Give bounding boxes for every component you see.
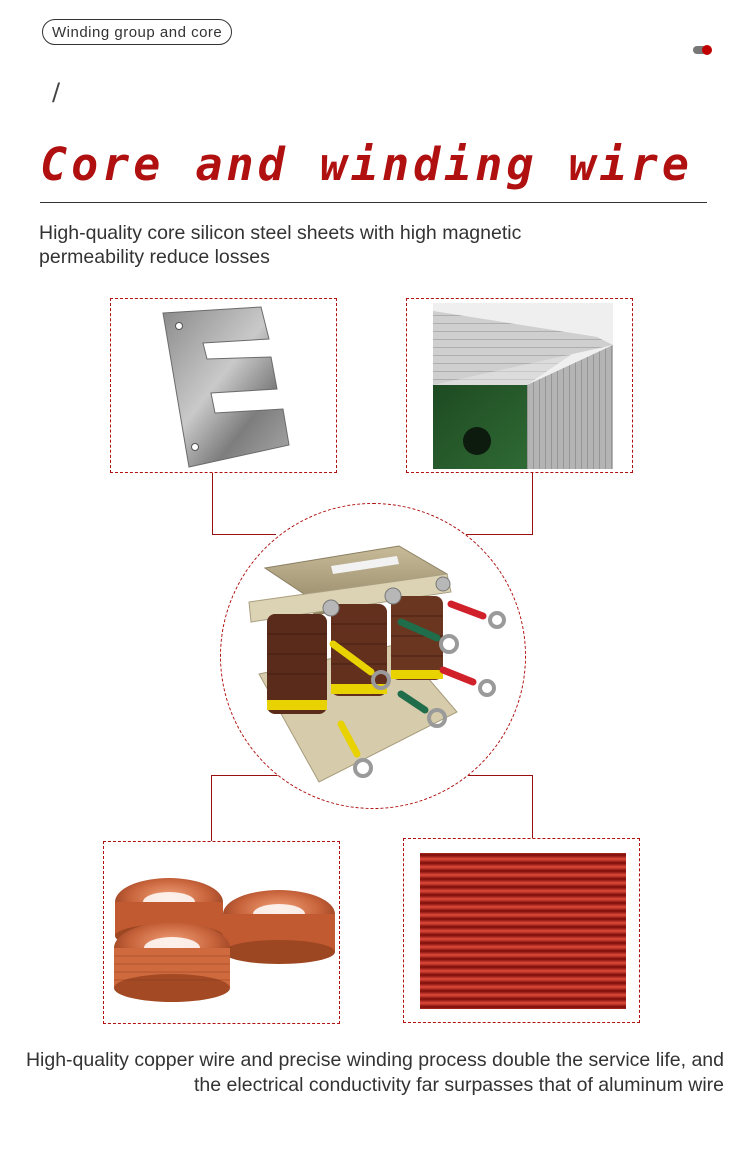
copper-description: High-quality copper wire and precise win… bbox=[25, 1049, 724, 1096]
indicator-red-dot bbox=[702, 45, 712, 55]
enamelled-wire-illustration bbox=[420, 853, 626, 1009]
image-reactor bbox=[220, 503, 526, 809]
connector-bottom-left-vertical bbox=[211, 775, 212, 842]
reactor-illustration bbox=[248, 545, 506, 783]
connector-top-left-vertical bbox=[212, 472, 213, 535]
page-title: Core and winding wire bbox=[40, 138, 693, 191]
connector-bottom-right-vertical bbox=[532, 775, 533, 839]
connector-top-right-vertical bbox=[532, 472, 533, 535]
image-lamination-core bbox=[406, 298, 633, 473]
image-enamelled-wire bbox=[403, 838, 640, 1023]
slash-decoration: / bbox=[52, 78, 61, 106]
image-copper-coils bbox=[103, 841, 340, 1024]
title-divider bbox=[40, 202, 707, 203]
copper-coils-illustration bbox=[114, 878, 335, 1002]
core-description: High-quality core silicon steel sheets w… bbox=[39, 222, 522, 268]
slide-indicator bbox=[693, 45, 713, 55]
lamination-core-illustration bbox=[433, 303, 613, 469]
image-e-core-sheet bbox=[110, 298, 337, 473]
indicator-gray-dot bbox=[693, 46, 707, 54]
connector-top-left-horizontal bbox=[212, 534, 276, 535]
connector-top-right-horizontal bbox=[466, 534, 533, 535]
section-tag: Winding group and core bbox=[42, 19, 233, 45]
e-core-sheet-illustration bbox=[162, 306, 290, 468]
connector-bottom-left-horizontal bbox=[211, 775, 281, 776]
connector-bottom-right-horizontal bbox=[462, 775, 533, 776]
